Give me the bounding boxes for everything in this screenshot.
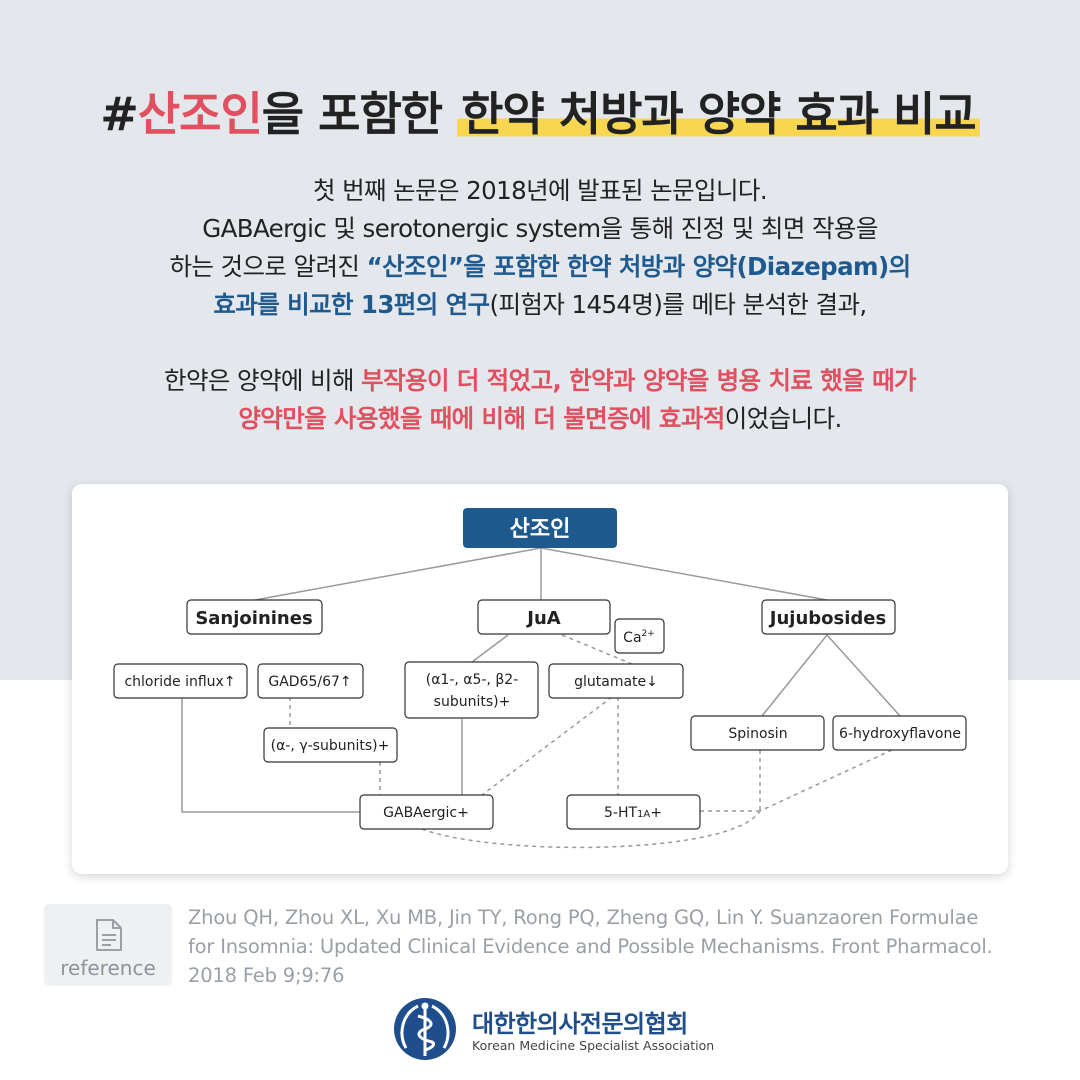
result-line-2-emphasis: 양약만을 사용했을 때에 비해 더 불면증에 효과적 <box>238 404 725 433</box>
caduceus-logo-icon <box>394 998 456 1060</box>
calcium-charge: 2+ <box>642 629 655 639</box>
result-line-1: 한약은 양약에 비해 부작용이 더 적었고, 한약과 양약을 병용 치료 했을 … <box>0 362 1080 400</box>
hydroxyflavone-node <box>832 715 967 751</box>
sanjoinines-node <box>186 599 323 635</box>
root-node <box>463 508 617 548</box>
serotonin-suffix: + <box>650 805 662 821</box>
intro-line-3-plain: 하는 것으로 알려진 <box>169 252 367 281</box>
jujubosides-label: Jujubosides <box>768 608 886 629</box>
result-line-2: 양약만을 사용했을 때에 비해 더 불면증에 효과적이었습니다. <box>0 400 1080 438</box>
hydroxyflavone-label: 6-hydroxyflavone <box>839 726 961 742</box>
intro-line-1: 첫 번째 논문은 2018년에 발표된 논문입니다. <box>312 176 768 205</box>
result-line-1-emphasis: 부작용이 더 적었고, 한약과 양약을 병용 치료 했을 때가 <box>361 366 916 395</box>
gad-label: GAD65/67↑ <box>268 674 351 690</box>
result-line-1-plain: 한약은 양약에 비해 <box>164 366 362 395</box>
association-logo: 대한한의사전문의협회 Korean Medicine Specialist As… <box>392 996 714 1066</box>
document-icon <box>96 919 122 951</box>
alpha-subunits-label-2: subunits)+ <box>434 694 511 710</box>
title-highlight: 한약 처방과 양약 효과 비교 <box>457 87 980 141</box>
chloride-label: chloride influx↑ <box>124 674 235 690</box>
citation-line-1: Zhou QH, Zhou XL, Xu MB, Jin TY, Rong PQ… <box>188 906 979 929</box>
gabaergic-node <box>359 794 494 830</box>
calcium-node <box>614 618 665 654</box>
glutamate-node <box>548 663 684 699</box>
intro-line-3-emphasis: “산조인”을 포함한 한약 처방과 양약(Diazepam)의 <box>366 252 912 281</box>
association-subtitle: Korean Medicine Specialist Association <box>472 1038 715 1053</box>
reference-label: reference <box>60 956 156 980</box>
calcium-label: Ca2+ <box>623 629 655 646</box>
serotonin-subscript: 1A <box>637 809 650 820</box>
citation-line-3: 2018 Feb 9;9:76 <box>188 964 345 987</box>
intro-line-4: 효과를 비교한 13편의 연구(피험자 1454명)를 메타 분석한 결과, <box>0 286 1080 324</box>
spinosin-label: Spinosin <box>728 726 787 742</box>
reference-badge: reference <box>44 904 172 986</box>
association-name: 대한한의사전문의협회 <box>472 1010 688 1038</box>
alpha-subunits-label-1: (α1-, α5-, β2- <box>426 672 519 688</box>
title-middle: 을 포함한 <box>261 87 458 141</box>
gabaergic-label: GABAergic+ <box>383 805 469 821</box>
gad-node <box>257 663 364 699</box>
serotonin-prefix: 5-HT <box>604 805 637 821</box>
title-herb-name: 산조인 <box>137 87 263 141</box>
calcium-symbol: Ca <box>623 630 641 646</box>
title-hash: # <box>100 87 139 141</box>
result-paragraph: 한약은 양약에 비해 부작용이 더 적었고, 한약과 양약을 병용 치료 했을 … <box>0 362 1080 438</box>
alpha-gamma-label: (α-, γ-subunits)+ <box>271 738 390 754</box>
citation-line-2: for Insomnia: Updated Clinical Evidence … <box>188 935 993 958</box>
spinosin-node <box>690 715 825 751</box>
intro-line-2: GABAergic 및 serotonergic system을 통해 진정 및… <box>202 214 878 243</box>
mechanism-diagram: 산조인 Sanjoinines JuA Jujubosides Ca2+ chl… <box>113 508 967 849</box>
intro-line-4-emphasis: 효과를 비교한 13편의 연구 <box>213 290 490 319</box>
serotonin-label: 5-HT1A+ <box>604 805 662 821</box>
jujubosides-node <box>761 599 896 635</box>
citation-text: Zhou QH, Zhou XL, Xu MB, Jin TY, Rong PQ… <box>188 903 1048 990</box>
result-line-2-plain: 이었습니다. <box>724 404 842 433</box>
intro-line-4-plain: (피험자 1454명)를 메타 분석한 결과, <box>489 290 868 319</box>
alpha-subunits-node <box>404 661 539 719</box>
jua-label: JuA <box>525 608 561 629</box>
solid-connectors <box>181 547 901 813</box>
chloride-node <box>113 663 248 699</box>
root-node-label: 산조인 <box>510 517 571 542</box>
intro-paragraph: 첫 번째 논문은 2018년에 발표된 논문입니다. GABAergic 및 s… <box>0 172 1080 324</box>
jua-node <box>477 599 611 635</box>
alpha-gamma-node <box>263 727 398 763</box>
page-title: #산조인을 포함한 한약 처방과 양약 효과 비교 <box>0 78 1080 144</box>
glutamate-label: glutamate↓ <box>574 674 658 690</box>
serotonin-node <box>566 794 701 830</box>
sanjoinines-label: Sanjoinines <box>195 608 312 629</box>
intro-line-3: 하는 것으로 알려진 “산조인”을 포함한 한약 처방과 양약(Diazepam… <box>0 248 1080 286</box>
dashed-connectors <box>289 634 893 849</box>
